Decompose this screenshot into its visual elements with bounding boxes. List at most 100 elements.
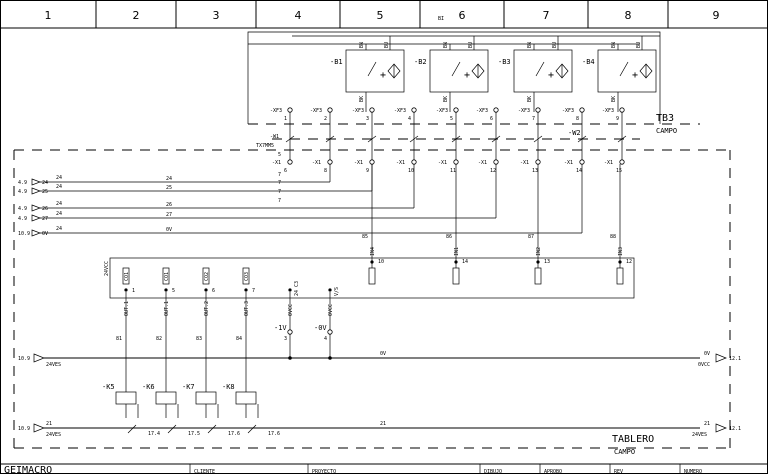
x1-stack-num: 7: [278, 180, 281, 186]
x1-extra-num: 5: [278, 152, 281, 158]
sensor-contact: [451, 61, 461, 77]
column-number: 4: [295, 9, 302, 22]
x1-terminal-tag: -X1: [564, 160, 573, 166]
column-dividers: [95, 0, 669, 28]
x1-terminal-num: 8: [324, 168, 327, 174]
xf3-terminal: [535, 107, 541, 113]
aux-terminal: [327, 329, 333, 335]
input-wire-number: 88: [610, 234, 616, 240]
column-number: 1: [45, 9, 52, 22]
column-number: 5: [377, 9, 384, 22]
left-ref-wire-num: 0V: [166, 227, 172, 233]
left-ref-wire-num: 24: [166, 176, 172, 182]
x1-terminal-tag: -X1: [438, 160, 447, 166]
x1-terminal: [579, 159, 585, 165]
plc-output-coil: CO1: [124, 272, 130, 281]
plc-output-name: OUT.1: [164, 301, 170, 316]
relay-tag: -K5: [102, 383, 115, 391]
x1-terminal: [369, 159, 375, 165]
relay-cross-ref: 17.4: [148, 431, 160, 437]
plc-output-term: 1: [132, 288, 135, 294]
xf3-terminal-tag: -XF3: [394, 108, 406, 114]
relay-coil: [195, 391, 217, 405]
sensor-wire-bn: BN: [611, 42, 617, 48]
left-ref-sup: 24: [56, 226, 62, 232]
plc-output-node: [164, 288, 168, 292]
sensor-wire-bk: BK: [611, 96, 617, 102]
aux-terminal: [287, 329, 293, 335]
x1-terminal-num: 14: [576, 168, 582, 174]
sensor-body: [597, 49, 657, 93]
plc-output-coil: CO2: [204, 272, 210, 281]
plc-input-term: 10: [378, 259, 384, 265]
cable-w2-label: -W2: [568, 129, 581, 137]
plc-input-name: IN4: [370, 247, 376, 256]
bus-0v-right-ref: 12.1: [729, 356, 741, 362]
xf3-terminal-tag: -XF3: [476, 108, 488, 114]
x1-terminal-num: 13: [532, 168, 538, 174]
left-ref-sheet: 4.9: [18, 206, 27, 212]
x1-terminal-tag: -X1: [478, 160, 487, 166]
x1-terminal-num: 6: [284, 168, 287, 174]
left-ref-arrow: [31, 229, 41, 237]
plc-input-name: IN1: [454, 247, 460, 256]
plc-input-name: IN2: [536, 247, 542, 256]
left-ref-num: 24: [42, 180, 48, 186]
bus-0v-left-arrow: [33, 353, 45, 363]
plc-vout-tag: 0VCC: [288, 304, 294, 316]
x1-terminal: [287, 159, 293, 165]
plc-input-name: IN3: [618, 247, 624, 256]
xf3-terminal-tag: -XF3: [352, 108, 364, 114]
left-ref-num: 26: [42, 206, 48, 212]
aux-terminal-num: 3: [284, 336, 287, 342]
xf3-terminal: [453, 107, 459, 113]
relay-cross-ref: 17.5: [188, 431, 200, 437]
bus-21-right-arrow: [715, 423, 727, 433]
left-ref-sheet: 4.9: [18, 180, 27, 186]
plc-left-tag: 24VCC: [104, 261, 110, 276]
output-wire-number: 83: [196, 336, 202, 342]
column-number: 9: [713, 9, 720, 22]
relay-tag: -K6: [142, 383, 155, 391]
left-ref-arrow: [31, 187, 41, 195]
left-ref-sheet: 4.9: [18, 189, 27, 195]
left-ref-arrow: [31, 204, 41, 212]
plc-output-node: [124, 288, 128, 292]
relay-coil: [235, 391, 257, 405]
sensor-wire-bu: BU: [636, 42, 642, 48]
xf3-terminal-tag: -XF3: [518, 108, 530, 114]
plc-io-points: IN410IN114IN213IN312CO11OUT.1CO15OUT.1CO…: [122, 164, 632, 316]
plc-vout-extra: 24 C3: [294, 281, 300, 296]
xf3-terminal-num: 1: [284, 116, 287, 122]
title-block-field: CLIENTE: [194, 469, 215, 474]
plc-input-point: [368, 267, 376, 285]
x1-terminal-num: 12: [490, 168, 496, 174]
xf3-terminal-num: 6: [490, 116, 493, 122]
left-ref-num: 0V: [42, 231, 48, 237]
relay-contact-symbol: [247, 424, 257, 434]
title-block-field: NUMERO: [684, 469, 702, 474]
column-number: 3: [213, 9, 220, 22]
sensor-contact: [535, 61, 545, 77]
x1-terminal: [535, 159, 541, 165]
xf3-terminal-num: 7: [532, 116, 535, 122]
aux-terminal-num: 4: [324, 336, 327, 342]
relay-contact-symbol: [127, 424, 137, 434]
left-ref-arrow: [31, 178, 41, 186]
xf3-terminal-num: 3: [366, 116, 369, 122]
xf3-terminal-tag: -XF3: [602, 108, 614, 114]
cable-tick: [409, 135, 419, 143]
xf3-terminal-tag: -XF3: [436, 108, 448, 114]
tablero-sub-label: CAMPO: [614, 448, 635, 456]
sensor-plus-sign: +: [548, 70, 554, 81]
bus-21-left-label: 24VES: [46, 432, 61, 438]
left-ref-wire-num: 25: [166, 185, 172, 191]
left-ref-sup: 24: [56, 201, 62, 207]
xf3-terminal: [369, 107, 375, 113]
x1-terminal-tag: -X1: [354, 160, 363, 166]
plc-output-name: OUT.2: [204, 301, 210, 316]
xf3-terminal: [287, 107, 293, 113]
